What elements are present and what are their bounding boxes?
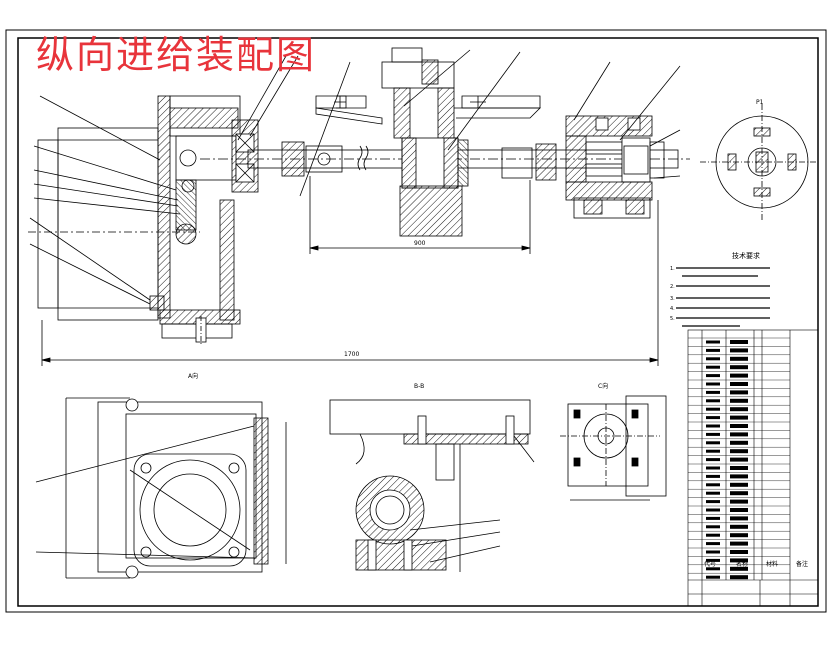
- view-label-a: A向: [188, 372, 198, 380]
- view-c: [560, 395, 667, 501]
- view-label-c: C向: [598, 382, 608, 390]
- tech-req-item-5: 5.: [670, 316, 675, 322]
- title-block-note: 备注: [796, 560, 808, 568]
- dimension-900: 900: [414, 240, 426, 247]
- tech-req-item-3: 3.: [670, 296, 675, 302]
- end-view-p1: [700, 104, 818, 220]
- tech-req-lines: [676, 267, 770, 327]
- drawing-title: 纵向进给装配图: [36, 33, 317, 77]
- view-label-bb: B-B: [414, 383, 424, 390]
- title-block-code: 代号: [704, 560, 716, 568]
- view-a: [35, 397, 287, 579]
- parts-rows: [688, 337, 790, 574]
- tech-req-item-1: 1.: [670, 266, 675, 272]
- title-block-name: 名称: [736, 560, 748, 568]
- inner-border: [17, 37, 819, 607]
- dimension-1700: 1700: [344, 351, 359, 358]
- parts-fill: [706, 340, 748, 580]
- tech-req-heading: 技术要求: [732, 251, 760, 260]
- tech-req-item-2: 2.: [670, 284, 675, 290]
- outer-border: [5, 29, 827, 613]
- view-bb: [329, 399, 535, 572]
- view-label-p1: P1: [756, 99, 764, 106]
- main-view: [28, 47, 690, 366]
- tech-req-item-4: 4.: [670, 306, 675, 312]
- title-block-material: 材料: [766, 560, 778, 568]
